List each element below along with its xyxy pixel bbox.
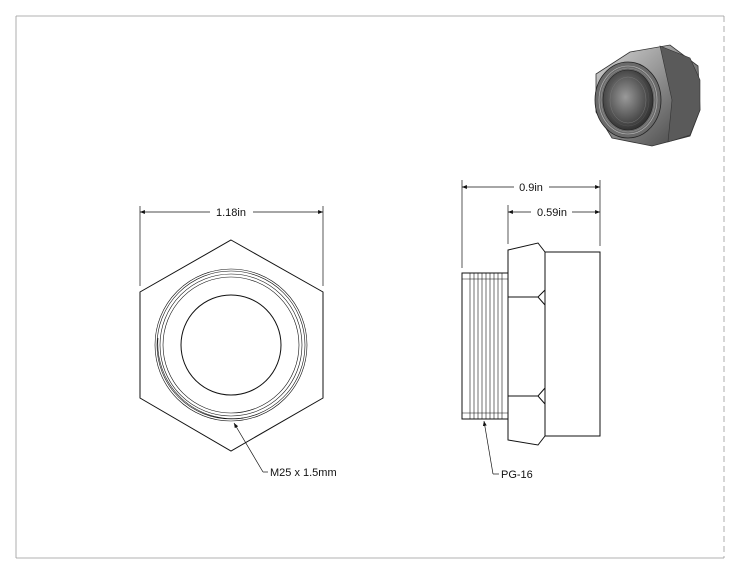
front-thread-label: M25 x 1.5mm — [270, 467, 337, 479]
front-width-dimension: 1.18in — [139, 206, 324, 286]
front-view — [139, 239, 324, 452]
side-thread-label: PG-16 — [501, 469, 533, 481]
iso-view — [594, 44, 701, 147]
side-view — [461, 242, 601, 446]
side-thread-callout: PG-16 — [482, 420, 533, 481]
sheet-border — [15, 15, 725, 559]
side-overall-label: 0.9in — [519, 182, 543, 194]
side-body-dimension: 0.59in — [507, 205, 600, 244]
front-thread-callout: M25 x 1.5mm — [233, 422, 337, 479]
side-body-label: 0.59in — [537, 207, 567, 219]
side-overall-dimension: 0.9in — [461, 180, 601, 268]
front-width-label: 1.18in — [216, 207, 246, 219]
